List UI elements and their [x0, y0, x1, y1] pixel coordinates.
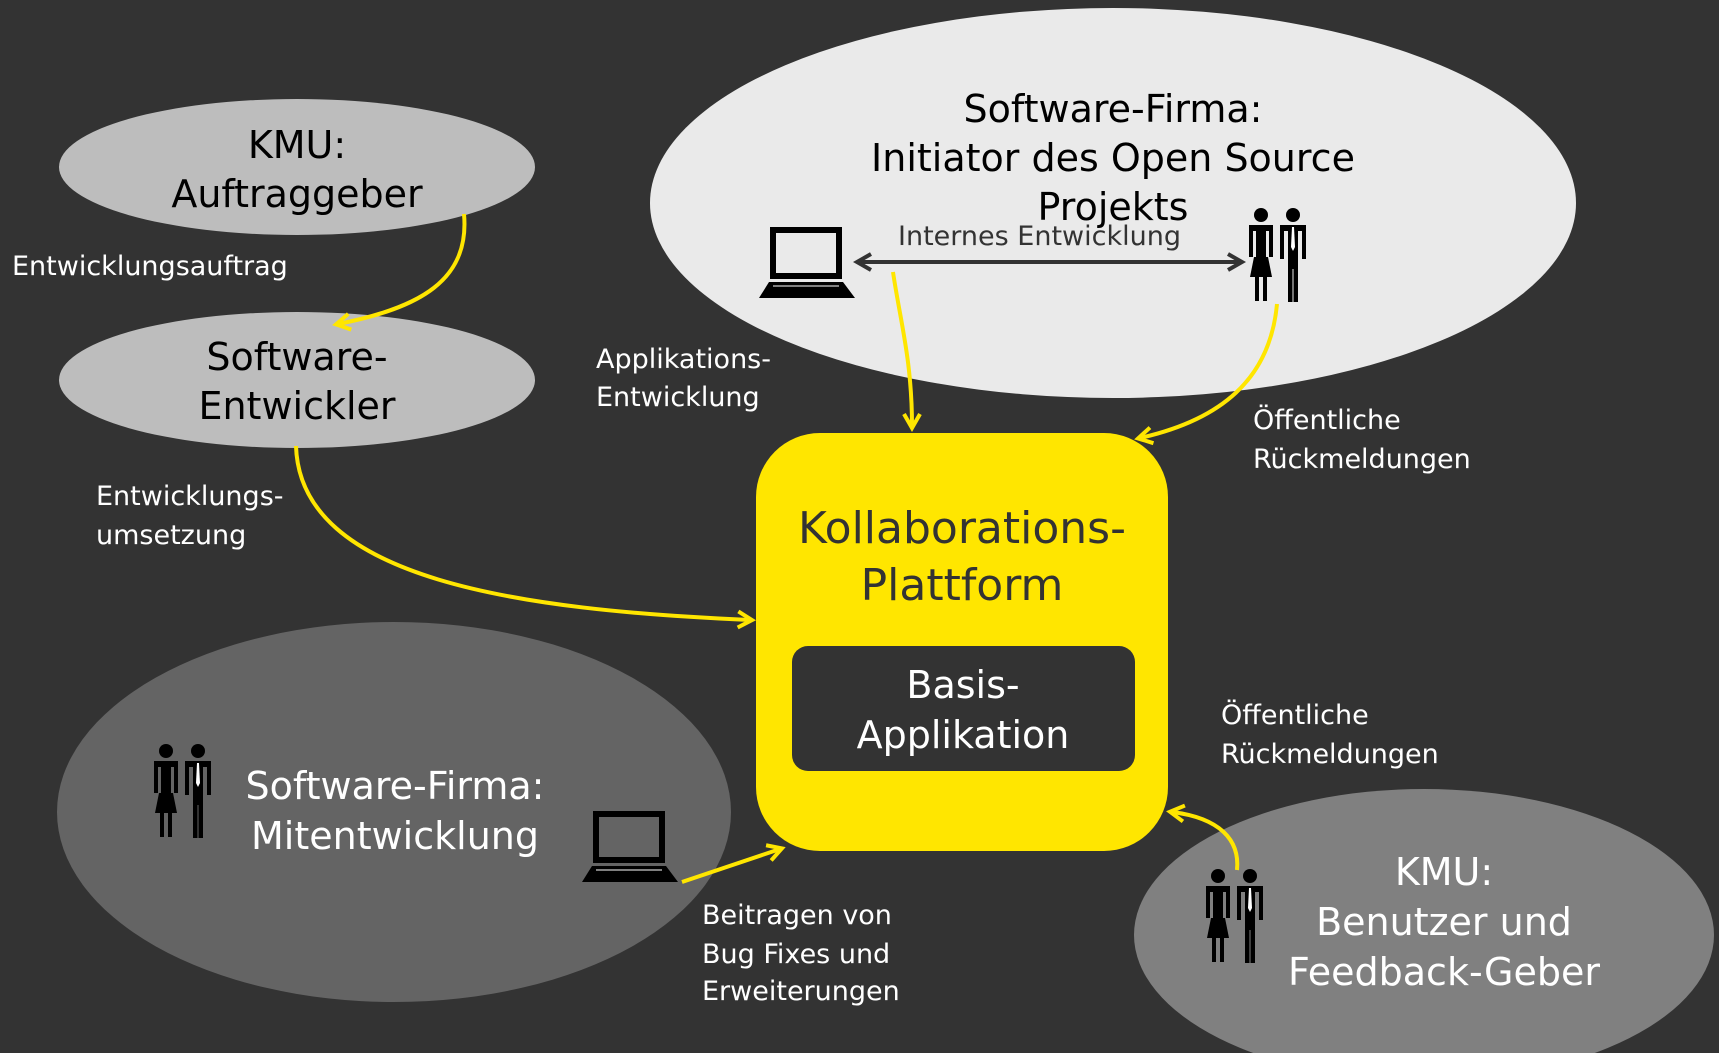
node-software-firma-mitentwicklung-line1: Software-Firma: — [246, 764, 545, 808]
node-kmu-auftraggeber-shape — [59, 99, 535, 235]
node-kollaborations-plattform-line2: Plattform — [861, 560, 1064, 611]
node-software-firma-initiator-line3: Projekts — [1038, 185, 1189, 229]
node-kmu-benutzer-line2: Benutzer und — [1316, 900, 1572, 944]
node-software-firma-mitentwicklung-shape — [57, 622, 731, 1002]
node-software-firma-mitentwicklung: Software-Firma: Mitentwicklung — [57, 622, 731, 1002]
node-kollaborations-plattform-line1: Kollaborations- — [798, 503, 1126, 554]
label-oeffentliche-bottom-line2: Rückmeldungen — [1221, 739, 1439, 770]
node-software-entwickler-shape — [59, 312, 535, 448]
node-software-entwickler-line2: Entwickler — [198, 384, 395, 428]
label-beitragen-line3: Erweiterungen — [702, 976, 900, 1007]
node-kmu-auftraggeber-line1: KMU: — [248, 123, 346, 167]
label-applikations-line1: Applikations- — [596, 344, 771, 375]
node-kollaborations-plattform-shape — [756, 433, 1168, 851]
node-software-firma-initiator: Software-Firma: Initiator des Open Sourc… — [650, 8, 1576, 398]
edge-rueckmeldungen-bottom-arrow — [1166, 803, 1240, 871]
label-oeffentliche-top-line1: Öffentliche — [1253, 404, 1401, 436]
node-kmu-benutzer-line3: Feedback-Geber — [1288, 950, 1600, 994]
edge-rueckmeldungen-top-arrow — [1134, 303, 1279, 446]
node-basis-applikation-line1: Basis- — [906, 663, 1019, 707]
node-software-firma-initiator-shape — [650, 8, 1576, 398]
node-software-entwickler-line1: Software- — [206, 335, 387, 379]
node-basis-applikation-shape — [792, 646, 1135, 771]
label-beitragen-line2: Bug Fixes und — [702, 939, 890, 970]
edge-auftrag-arrow — [332, 213, 467, 332]
edge-applikations-arrow — [891, 271, 922, 433]
label-oeffentliche-top-line2: Rückmeldungen — [1253, 444, 1471, 475]
node-kmu-benutzer-shape — [1134, 789, 1714, 1053]
label-entwicklungsauftrag: Entwicklungsauftrag — [12, 251, 288, 282]
node-kollaborations-plattform: Kollaborations- Plattform Basis- Applika… — [756, 433, 1168, 851]
node-software-entwickler: Software- Entwickler — [59, 312, 535, 448]
node-basis-applikation-line2: Applikation — [857, 713, 1070, 757]
label-entwicklungsumsetzung-line2: umsetzung — [96, 520, 246, 551]
label-internes-entwicklung: Internes Entwicklung — [898, 221, 1181, 252]
label-entwicklungsumsetzung-line1: Entwicklungs- — [96, 481, 284, 512]
node-software-firma-mitentwicklung-line2: Mitentwicklung — [251, 814, 539, 858]
node-kmu-benutzer: KMU: Benutzer und Feedback-Geber — [1134, 789, 1714, 1053]
node-kmu-auftraggeber: KMU: Auftraggeber — [59, 99, 535, 235]
edge-umsetzung-arrow — [294, 445, 757, 630]
edge-beitragen-arrow — [681, 843, 786, 884]
label-oeffentliche-bottom-line1: Öffentliche — [1221, 699, 1369, 731]
label-beitragen-line1: Beitragen von — [702, 900, 892, 931]
node-software-firma-initiator-line1: Software-Firma: — [964, 87, 1263, 131]
node-kmu-benutzer-line1: KMU: — [1395, 850, 1493, 894]
label-applikations-line2: Entwicklung — [596, 382, 760, 413]
node-kmu-auftraggeber-line2: Auftraggeber — [171, 172, 423, 216]
node-software-firma-initiator-line2: Initiator des Open Source — [871, 136, 1355, 180]
